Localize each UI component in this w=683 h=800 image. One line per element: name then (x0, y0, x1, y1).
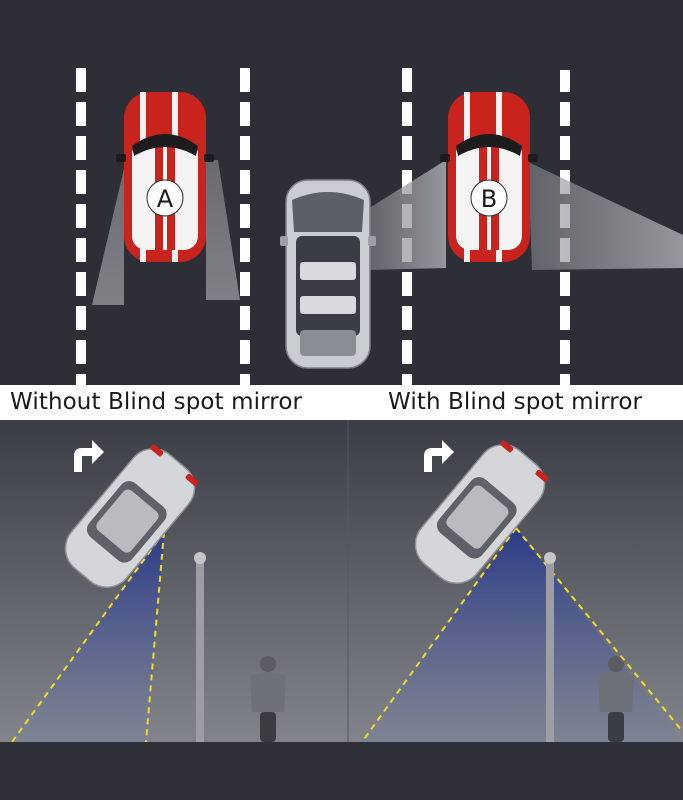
car-a-label: A (157, 185, 174, 213)
car-b-label: B (481, 185, 497, 213)
ground-strip (0, 742, 683, 800)
silver-suv (280, 179, 376, 369)
view-cone-b-right (528, 162, 683, 270)
turn-right-arrow-icon (74, 440, 104, 472)
car-a: A (116, 92, 214, 262)
motorcyclist-left (250, 656, 286, 742)
lane-line-1 (76, 58, 86, 385)
caption-with-mirror: With Blind spot mirror (388, 389, 643, 415)
turning-car-right (414, 440, 549, 584)
view-cone-a-left (92, 160, 126, 305)
turn-right-arrow-icon (424, 440, 454, 472)
scene-without-mirror (11, 440, 286, 743)
caption-bar: Without Blind spot mirror With Blind spo… (0, 385, 683, 420)
view-beam-narrow (12, 532, 164, 742)
lamp-post-right (546, 560, 554, 742)
scene-with-mirror (361, 440, 683, 743)
turning-scene (0, 420, 683, 800)
view-cone-a-right (206, 160, 240, 300)
overhead-lane-scene: A B (0, 0, 683, 385)
turning-car-left (64, 444, 199, 588)
car-b: B (440, 92, 538, 262)
lamp-post-left (196, 560, 204, 742)
sight-line-left-b (145, 531, 165, 743)
view-cone-b-left (366, 160, 446, 270)
lane-line-2 (240, 58, 250, 385)
motorcyclist-right (598, 656, 634, 742)
caption-without-mirror: Without Blind spot mirror (10, 389, 303, 415)
